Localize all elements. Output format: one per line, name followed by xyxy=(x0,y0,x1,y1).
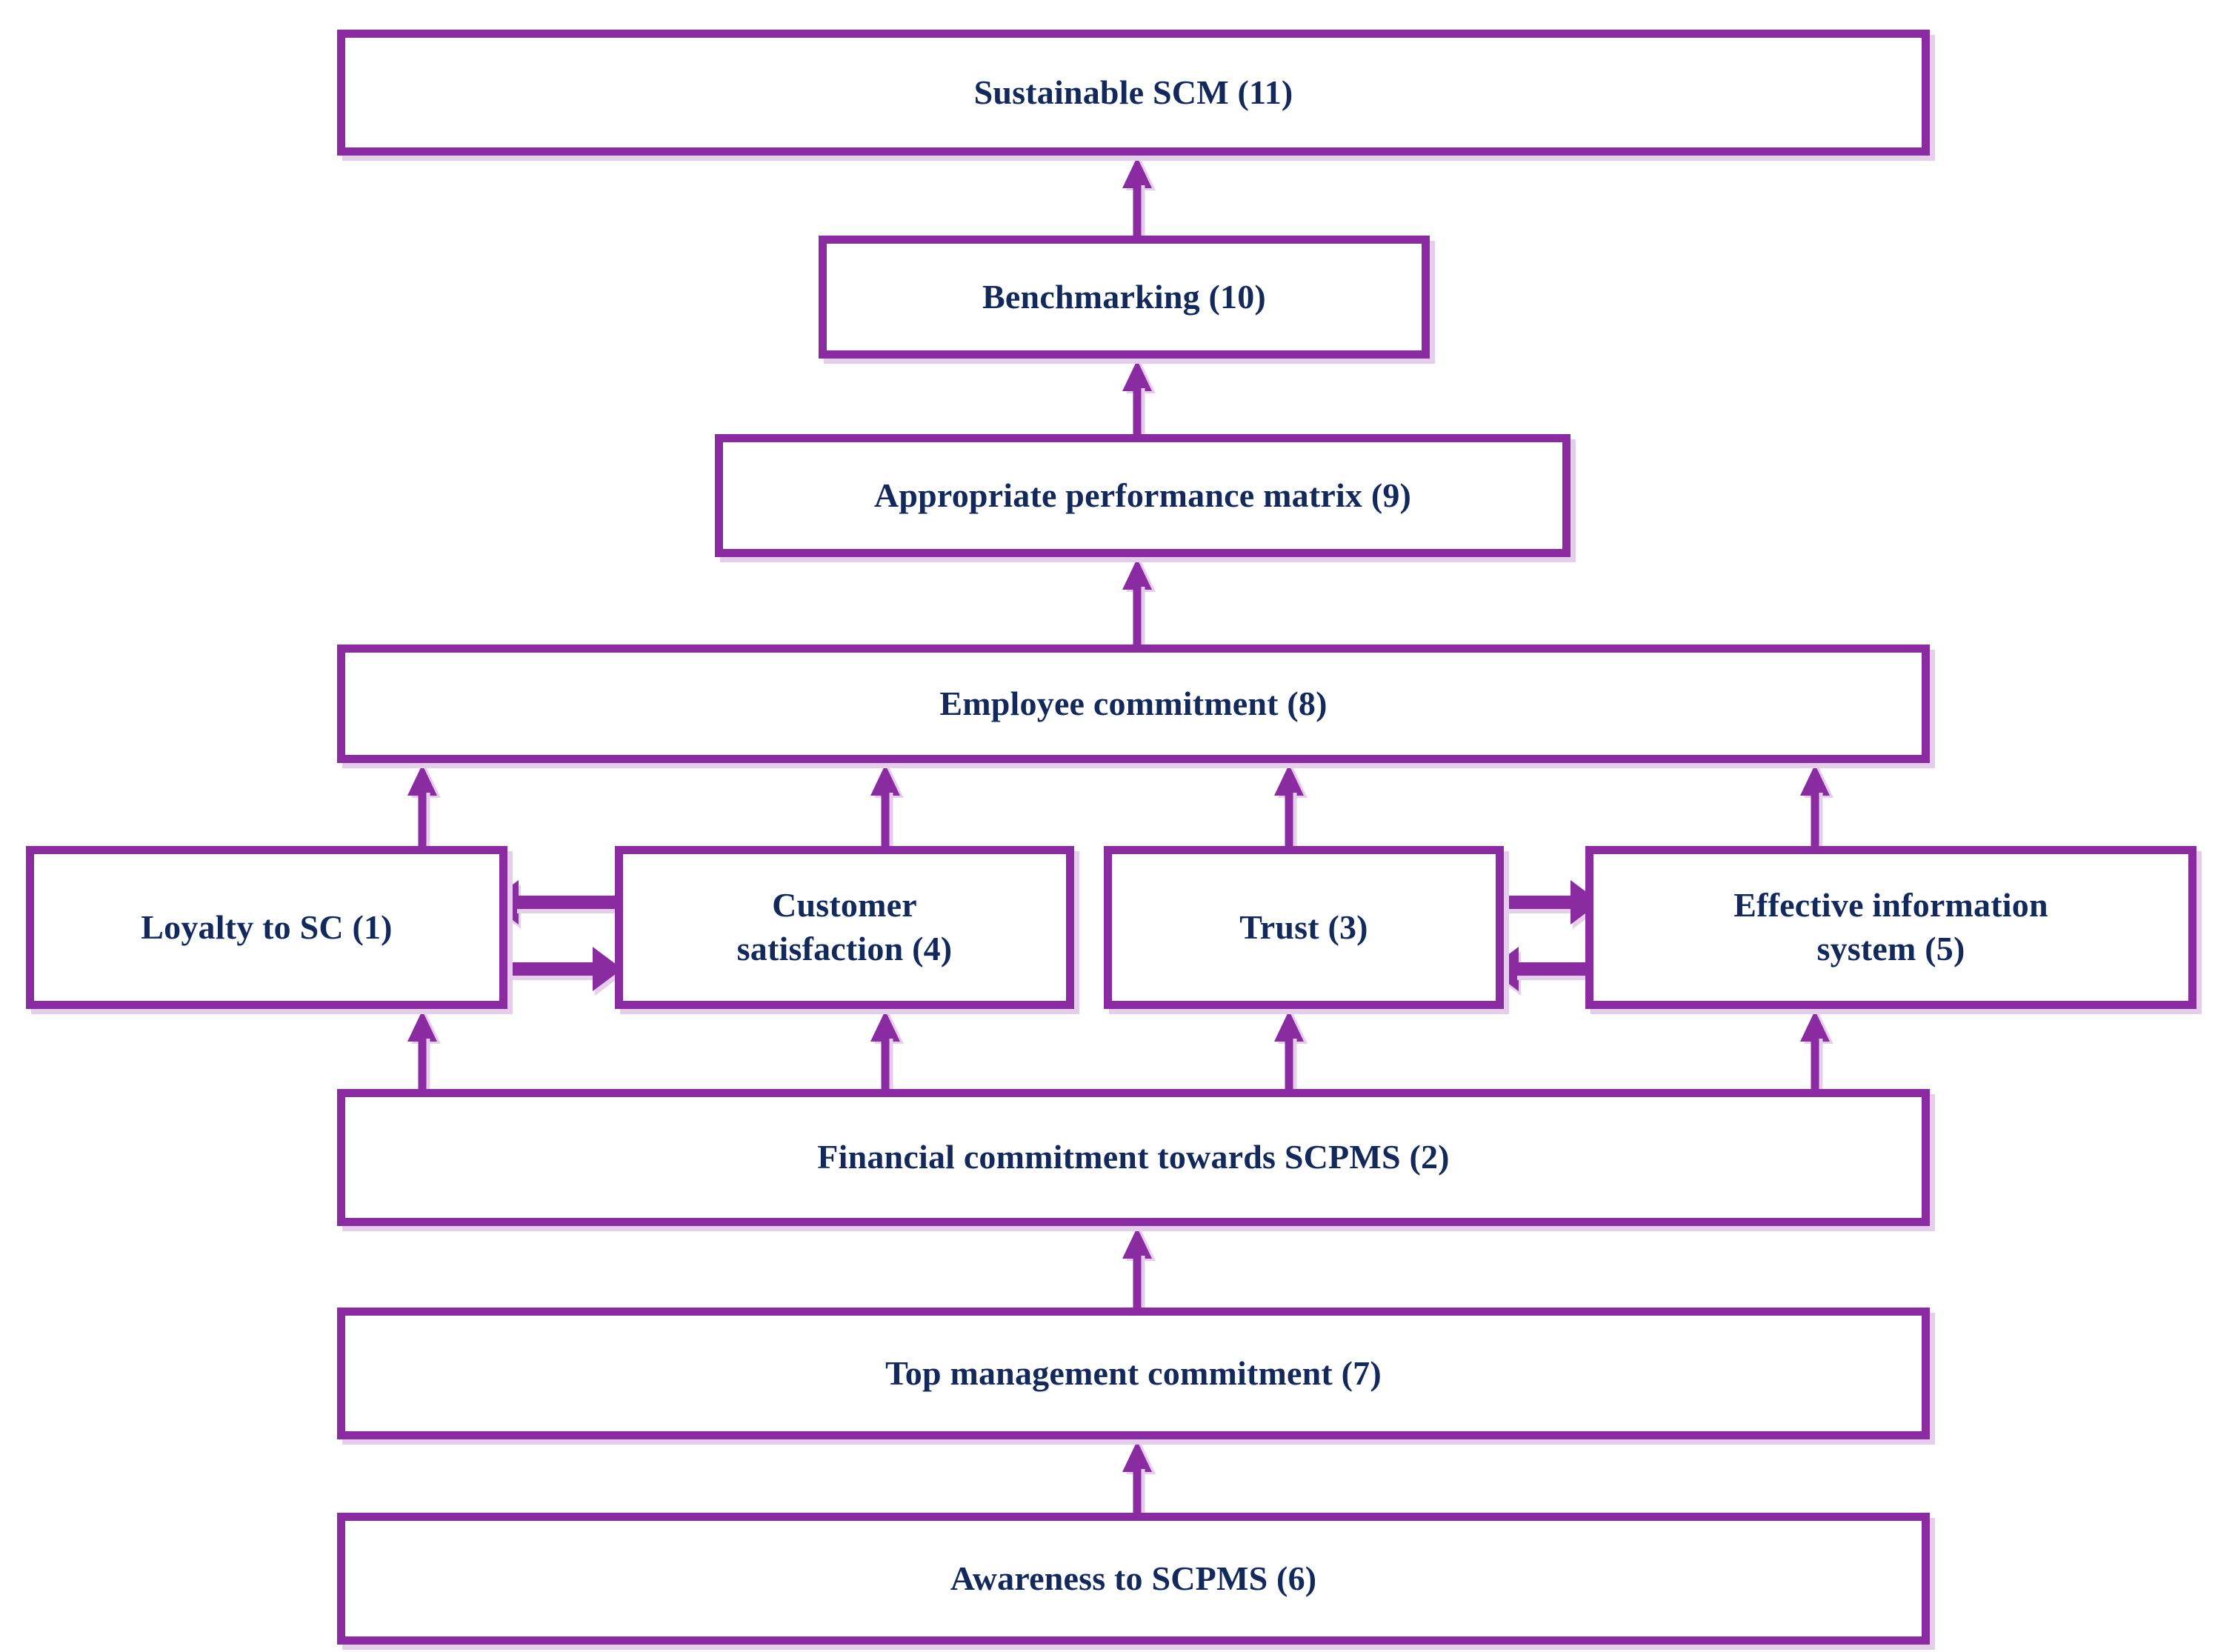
node-label: Effective information system (5) xyxy=(1733,886,2048,967)
arrowhead-up-icon xyxy=(1800,765,1830,796)
arrowhead-up-icon xyxy=(1274,1010,1304,1042)
arrow-stem xyxy=(1133,1469,1142,1513)
node-label: Financial commitment towards SCPMS (2) xyxy=(817,1138,1450,1176)
node-label: Customer satisfaction (4) xyxy=(736,886,953,967)
arrowhead-up-icon xyxy=(1122,157,1152,188)
node-label: Benchmarking (10) xyxy=(982,277,1266,316)
arrowhead-up-icon xyxy=(1800,1010,1830,1042)
edge-top-management-to-financial-commitment xyxy=(1111,1228,1163,1309)
edge-financial-commitment-to-effective-information-system xyxy=(1789,1010,1841,1090)
arrow-stem xyxy=(1133,587,1142,645)
node-top-management-commitment[interactable]: Top management commitment (7) xyxy=(337,1308,1930,1439)
node-label: Loyalty to SC (1) xyxy=(141,907,393,946)
arrow-stem xyxy=(1133,185,1142,237)
edge-trust-to-effective-information-system xyxy=(1489,880,1600,925)
arrowhead-up-icon xyxy=(870,1010,900,1042)
arrowhead-up-icon xyxy=(407,1010,437,1042)
arrow-stem xyxy=(418,1039,427,1090)
node-label: Sustainable SCM (11) xyxy=(973,73,1293,111)
arrowhead-up-icon xyxy=(1274,765,1304,796)
node-benchmarking[interactable]: Benchmarking (10) xyxy=(819,236,1430,359)
arrow-stem xyxy=(1133,1256,1142,1309)
arrow-stem xyxy=(1517,962,1600,976)
edge-financial-commitment-to-trust xyxy=(1263,1010,1315,1090)
node-label: Awareness to SCPMS (6) xyxy=(950,1559,1317,1597)
edge-effective-information-system-to-employee-commitment xyxy=(1789,765,1841,846)
edge-loyalty-to-customer-satisfaction xyxy=(489,947,622,991)
edge-trust-to-employee-commitment xyxy=(1263,765,1315,846)
arrowhead-up-icon xyxy=(1122,1441,1152,1472)
node-awareness-to-scpms[interactable]: Awareness to SCPMS (6) xyxy=(337,1513,1930,1645)
node-customer-satisfaction[interactable]: Customer satisfaction (4) xyxy=(615,846,1074,1009)
arrowhead-up-icon xyxy=(1122,1228,1152,1259)
edge-effective-information-system-to-trust xyxy=(1489,947,1600,991)
node-sustainable-scm[interactable]: Sustainable SCM (11) xyxy=(337,30,1930,156)
edge-employee-commitment-to-performance-matrix xyxy=(1111,559,1163,645)
arrowhead-up-icon xyxy=(407,765,437,796)
edge-customer-satisfaction-to-loyalty xyxy=(489,880,622,925)
edge-awareness-to-top-management xyxy=(1111,1441,1163,1513)
arrowhead-up-icon xyxy=(1122,559,1152,590)
edge-benchmarking-to-sustainable-scm xyxy=(1111,157,1163,237)
arrow-stem xyxy=(418,793,427,846)
arrow-stem xyxy=(1489,896,1572,909)
node-loyalty-to-sc[interactable]: Loyalty to SC (1) xyxy=(26,846,507,1009)
node-employee-commitment[interactable]: Employee commitment (8) xyxy=(337,645,1930,763)
arrow-stem xyxy=(881,1039,890,1090)
node-label: Trust (3) xyxy=(1239,907,1368,946)
node-financial-commitment-towards-scpms[interactable]: Financial commitment towards SCPMS (2) xyxy=(337,1089,1930,1226)
arrow-stem xyxy=(1133,388,1142,434)
edge-customer-satisfaction-to-employee-commitment xyxy=(859,765,911,846)
node-label: Appropriate performance matrix (9) xyxy=(873,476,1412,514)
node-trust[interactable]: Trust (3) xyxy=(1104,846,1504,1009)
arrowhead-up-icon xyxy=(1122,360,1152,391)
edge-financial-commitment-to-loyalty xyxy=(396,1010,448,1090)
arrowhead-up-icon xyxy=(870,765,900,796)
node-label: Employee commitment (8) xyxy=(939,684,1328,722)
arrow-stem xyxy=(881,793,890,846)
node-effective-information-system[interactable]: Effective information system (5) xyxy=(1585,846,2196,1009)
arrow-stem xyxy=(1285,793,1293,846)
node-label: Top management commitment (7) xyxy=(885,1353,1382,1392)
edge-performance-matrix-to-benchmarking xyxy=(1111,360,1163,434)
arrow-stem xyxy=(517,896,622,909)
arrow-stem xyxy=(1811,1039,1819,1090)
edge-loyalty-to-employee-commitment xyxy=(396,765,448,846)
arrow-stem xyxy=(489,962,594,976)
arrow-stem xyxy=(1285,1039,1293,1090)
arrow-stem xyxy=(1811,793,1819,846)
edge-financial-commitment-to-customer-satisfaction xyxy=(859,1010,911,1090)
node-appropriate-performance-matrix[interactable]: Appropriate performance matrix (9) xyxy=(715,434,1571,557)
